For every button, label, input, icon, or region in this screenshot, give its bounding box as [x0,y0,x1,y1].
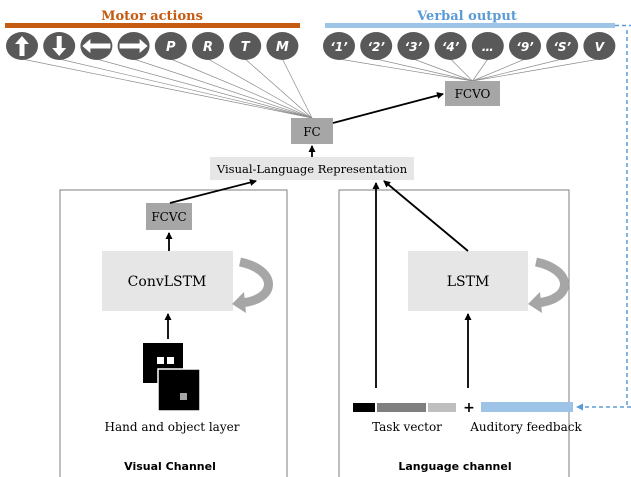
visual-channel-container [59,189,288,477]
motor-line [244,58,313,119]
lstm-label: LSTM [447,274,490,290]
fcvc-to-vlr-arrow [169,179,257,204]
task-vector-segment-black [353,403,375,412]
lstm-recurrence-arrowhead [528,292,542,313]
verbal-token-label: … [482,40,494,54]
auditory-feedback-bar [481,402,573,412]
convlstm-box [102,251,233,311]
motor-action-node [6,32,38,60]
verbal-connection-lines [338,58,600,82]
convlstm-recurrence-arrowhead [232,292,246,313]
fcvo-label: FCVO [455,87,491,101]
language-channel-label: Language channel [398,460,511,473]
motor-action-node [43,32,76,60]
verbal-line [472,58,489,82]
verbal-token-node: … [471,32,504,60]
lstm-box [408,251,528,311]
arrow-left-icon [82,39,111,53]
arrow-up-icon [15,36,29,56]
arrow-right-icon [119,39,148,53]
verbal-output-bar [325,23,615,28]
motor-actions-bar [5,23,300,28]
auditory-feedback-label: Auditory feedback [469,420,582,434]
verbal-token-node: ‘3’ [397,32,430,60]
verbal-token-label: ‘S’ [553,40,571,54]
lstm-to-vlr-arrow [383,180,469,252]
verbal-token-node: ‘4’ [434,32,467,60]
verbal-line [472,58,563,82]
verbal-token-node: ‘1’ [323,32,355,60]
motor-action-node: P [154,32,187,60]
verbal-output-title: Verbal output [416,9,517,24]
motor-connection-lines [21,58,313,119]
motor-action-label: M [276,40,289,55]
hand-object-layer-image [143,343,201,412]
motor-action-label: R [203,40,213,55]
plus-sign: + [463,400,475,416]
verbal-token-node: ‘9’ [509,32,541,60]
motor-action-label: T [241,40,251,55]
vlr-box [210,157,414,180]
motor-action-node [80,32,113,60]
convlstm-recurrence-arrow [238,257,273,308]
hand-object-layer-label: Hand and object layer [105,420,240,434]
motor-action-node: M [266,32,299,60]
fc-label: FC [303,125,321,139]
fcvo-box [445,81,500,106]
verbal-token-label: ‘1’ [330,40,348,54]
verbal-token-node: ‘S’ [546,32,579,60]
arrow-down-icon [52,36,67,56]
motor-line [96,58,313,119]
fcvc-label: FCVC [151,210,186,224]
task-vector-label: Task vector [372,420,442,434]
motor-line [21,58,313,119]
verbal-token-label: ‘9’ [516,40,534,54]
fc-box [291,118,333,144]
language-channel-container [338,189,570,477]
verbal-line [472,58,600,82]
verbal-token-label: V [595,40,606,54]
motor-action-node: T [229,32,262,60]
motor-line [170,58,313,119]
verbal-line [376,58,473,82]
verbal-token-nodes: ‘1’ ‘2’ ‘3’ ‘4’ … ‘9’ ‘S’ V [323,32,616,60]
verbal-line [413,58,473,82]
verbal-token-label: ‘3’ [405,40,423,54]
task-vector-segment-light-gray [428,403,456,412]
verbal-token-label: ‘4’ [442,40,460,54]
visual-channel-label: Visual Channel [124,460,216,473]
verbal-line [450,58,473,82]
verbal-token-node: V [583,32,616,60]
motor-action-label: P [166,40,176,55]
convlstm-label: ConvLSTM [128,274,207,290]
verbal-line [472,58,526,82]
vlr-label: Visual-Language Representation [216,162,408,176]
motor-line [59,58,313,119]
motor-actions-title: Motor actions [101,9,203,24]
fcvc-box [146,203,192,230]
fc-to-fcvo-arrow [332,92,444,124]
verbal-token-label: ‘2’ [367,40,385,54]
lstm-recurrence-arrow [534,257,569,308]
motor-line [133,58,313,119]
verbal-token-node: ‘2’ [360,32,393,60]
motor-action-node [117,32,150,60]
motor-line [207,58,313,119]
verbal-line [338,58,473,82]
task-vector-segment-dark-gray [377,403,426,412]
motor-action-node: R [192,32,224,60]
motor-line [282,58,313,119]
